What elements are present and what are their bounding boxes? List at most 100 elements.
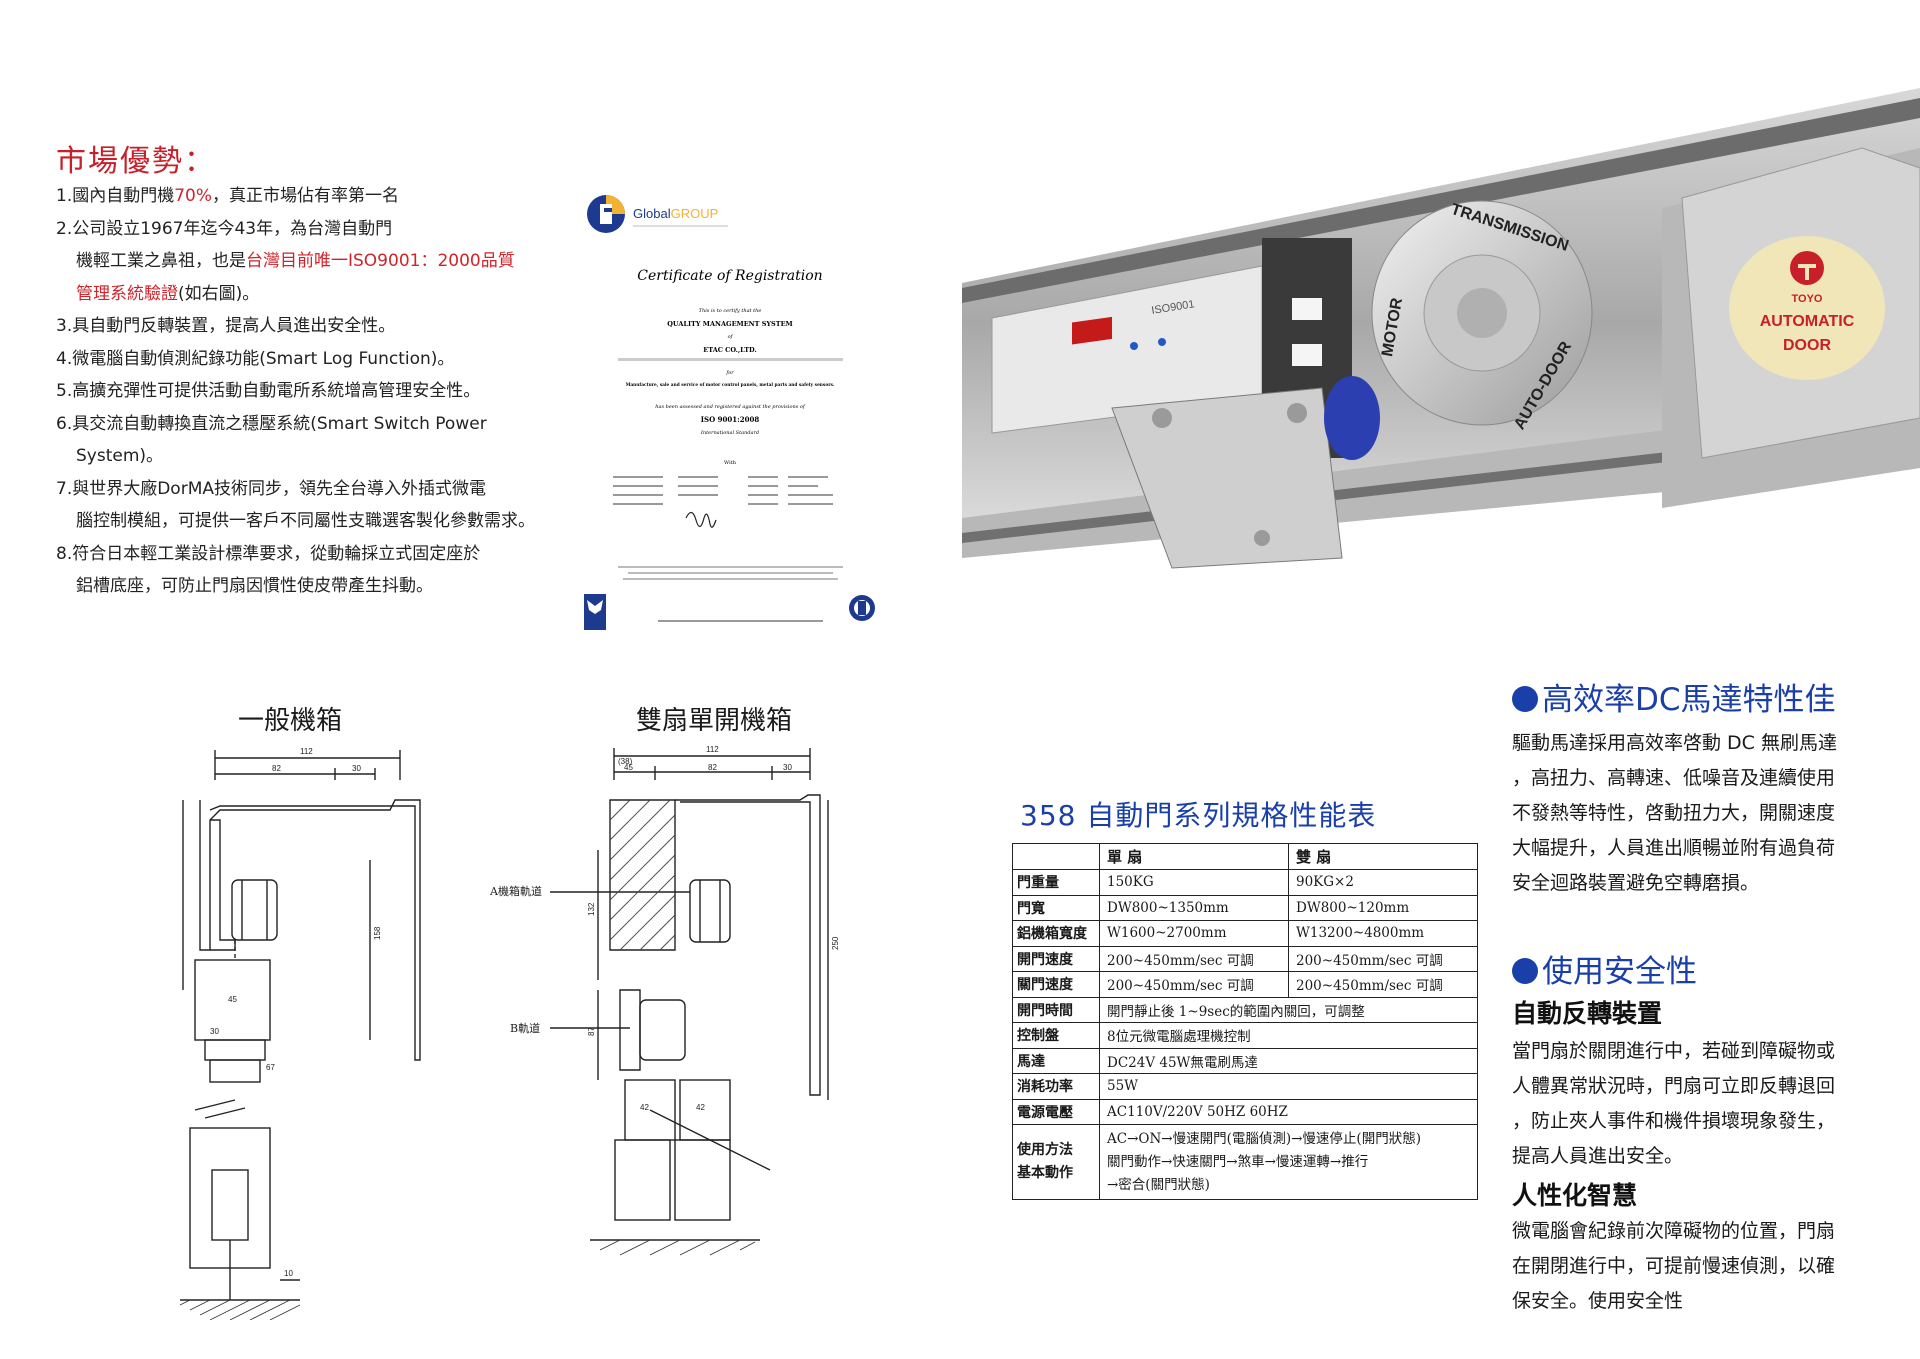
svg-text:45: 45: [228, 995, 237, 1004]
badge-line: AUTOMATIC: [1760, 313, 1855, 330]
advantage-item: 機輕工業之鼻祖，也是台灣目前唯一ISO9001：2000品質: [76, 251, 515, 271]
floor-hatch: [180, 1299, 301, 1320]
svg-text:82: 82: [708, 763, 717, 772]
table-row: 開門時間開門靜止後 1~9sec的範圍內關回，可調整: [1012, 996, 1478, 1023]
panel-button: [1158, 338, 1166, 346]
led-display: [1072, 316, 1112, 345]
cert-line: QUALITY MANAGEMENT SYSTEM: [667, 320, 792, 328]
cert-line: of: [728, 334, 734, 340]
advantage-item: 5.高擴充彈性可提供活動自動電所系統增高管理安全性。: [56, 381, 481, 401]
svg-text:(38): (38): [618, 757, 633, 766]
cert-line: International Standard: [700, 430, 759, 436]
cert-details-block: [613, 476, 833, 505]
svg-text:42: 42: [696, 1103, 705, 1112]
diagram-general-housing: 112 82 30 150 158 45 30 67 10: [180, 747, 421, 1320]
signature: [685, 511, 717, 528]
svg-text:30: 30: [352, 764, 361, 773]
advantage-item: 7.與世界大廠DorMA技術同步，領先全台導入外插式微電: [56, 478, 486, 499]
svg-text:82: 82: [272, 764, 281, 773]
track-b-label: B軌道: [510, 1021, 540, 1035]
advantage-item: 管理系統驗證(如右圖)。: [76, 283, 260, 304]
subheading-smart: 人性化智慧: [1512, 1181, 1638, 1210]
bullet-dot-icon: [1512, 686, 1538, 712]
svg-text:132: 132: [587, 902, 596, 916]
advantage-item: 腦控制模組，可提供一客戶不同屬性支職選客製化參數需求。: [76, 511, 535, 531]
svg-text:30: 30: [210, 1027, 219, 1036]
heading-safety: 使用安全性: [1512, 946, 1697, 991]
dc-motor: TRANSMISSION AUTO-DOOR MOTOR: [1371, 200, 1593, 433]
cert-line: ETAC CO.,LTD.: [703, 346, 756, 354]
subheading-reverse: 自動反轉裝置: [1512, 999, 1663, 1028]
paragraph-smart: 微電腦會紀錄前次障礙物的位置，門扇 在開閉進行中，可提前慢速偵測，以確 保安全。…: [1512, 1220, 1836, 1312]
housing-hatch: [609, 799, 676, 951]
diagram-double-housing: 112 (38) 45 82 30 132 250 87 42 42 A機箱軌道…: [490, 745, 840, 1256]
dimension-labels: 112 82 30 150 158 45 30 67 10: [210, 747, 382, 1278]
cert-line: ISO 9001:2008: [701, 415, 760, 424]
spec-table-title: 358 自動門系列規格性能表: [1020, 799, 1377, 832]
toyo-badge: TOYO AUTOMATIC DOOR: [1729, 236, 1885, 380]
cert-line: Manufacture, sale and service of motor c…: [626, 383, 835, 388]
svg-text:10: 10: [284, 1269, 293, 1278]
badge-line: DOOR: [1783, 337, 1831, 354]
connector: [1292, 344, 1322, 366]
advantage-item: 鋁槽底座，可防止門扇因慣性使皮帶產生抖動。: [76, 576, 433, 596]
advantage-item: 4.微電腦自動偵測紀錄功能(Smart Log Function)。: [56, 348, 455, 369]
door-operator-photo: ISO9001 TRANSMISSION AUTO-DOOR MOTOR TOY…: [962, 88, 1920, 569]
svg-text:42: 42: [640, 1103, 649, 1112]
svg-text:67: 67: [266, 1063, 275, 1072]
paragraph-dc-motor: 驅動馬達採用高效率啓動 DC 無刷馬達 ，高扭力、高轉速、低噪音及連續使用 不發…: [1512, 732, 1837, 894]
svg-text:30: 30: [783, 763, 792, 772]
global-group-logo: GlobalGROUP: [587, 195, 728, 233]
col-double: 雙 扇: [1288, 843, 1478, 870]
floor-hatch: [599, 1239, 756, 1256]
cert-fineprint: [618, 566, 843, 580]
svg-text:GlobalGROUP: GlobalGROUP: [633, 206, 718, 221]
table-header-row: 單 扇 雙 扇: [1012, 843, 1478, 870]
diagram-double-title: 雙扇單開機箱: [636, 706, 793, 736]
housing-top-edge: [962, 98, 1920, 303]
paragraph-reverse: 當門扇於關閉進行中，若碰到障礙物或 人體異常狀況時，門扇可立即反轉退回 ，防止夾…: [1512, 1040, 1836, 1167]
mounting-bracket: [1111, 387, 1343, 569]
cert-line: This is to certify that the: [699, 308, 762, 314]
global-seal-mark: [849, 595, 875, 621]
pulley: [1324, 376, 1380, 460]
cert-line: With: [724, 460, 737, 466]
svg-text:158: 158: [373, 926, 382, 940]
svg-text:112: 112: [706, 745, 719, 754]
bullet-dot-icon: [1512, 958, 1538, 984]
svg-text:250: 250: [831, 936, 840, 950]
advantage-item: System)。: [76, 446, 164, 466]
table-row-usage: 使用方法基本動作 AC→ON→慢速開門(電腦偵測)→慢速停止(開門狀態) 關門動…: [1012, 1124, 1478, 1200]
track-a-label: A機箱軌道: [490, 884, 542, 898]
cert-line: for: [725, 370, 734, 376]
col-single: 單 扇: [1099, 843, 1289, 870]
advantage-item: 2.公司設立1967年迄今43年，為台灣自動門: [56, 218, 393, 239]
cert-verify-line: [658, 620, 823, 622]
cert-address-line: [618, 358, 843, 361]
advantage-item: 8.符合日本輕工業設計標準要求，從動輪採立式固定座於: [56, 543, 481, 564]
svg-text:45: 45: [624, 763, 633, 772]
badge-brand: TOYO: [1792, 293, 1823, 305]
panel-button: [1130, 342, 1138, 350]
svg-text:112: 112: [300, 747, 313, 756]
advantage-item: 3.具自動門反轉裝置，提高人員進出安全性。: [56, 316, 396, 336]
advantages-title: 市場優勢：: [56, 144, 216, 179]
ukas-mark: [584, 594, 606, 630]
advantage-item: 6.具交流自動轉換直流之穩壓系統(Smart Switch Power: [56, 413, 487, 434]
heading-dc-motor: 高效率DC馬達特性佳: [1512, 674, 1836, 719]
svg-text:87: 87: [587, 1027, 596, 1036]
cert-line: has been assessed and registered against…: [655, 404, 806, 410]
connector: [1292, 298, 1322, 320]
dimension-labels: 112 (38) 45 82 30 132 250 87 42 42: [587, 745, 840, 1112]
cert-heading: Certificate of Registration: [637, 268, 822, 284]
